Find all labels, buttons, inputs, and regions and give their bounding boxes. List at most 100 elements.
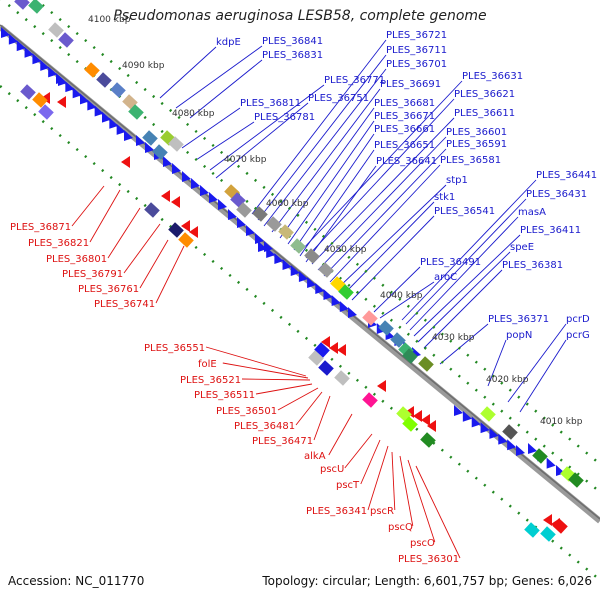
- reverse-leader-line: [71, 185, 105, 227]
- forward-leader-line: [293, 133, 375, 251]
- gene-feature-block: [402, 348, 418, 364]
- forward-gene-label: popN: [506, 330, 532, 341]
- forward-gene-arrow: [462, 410, 472, 422]
- forward-gene-label: pcrD: [566, 314, 590, 325]
- reverse-leader-line: [360, 439, 381, 485]
- reverse-gene-arrow: [427, 420, 436, 432]
- forward-gene-arrow: [65, 81, 75, 93]
- forward-gene-label: PLES_36711: [386, 45, 447, 56]
- forward-gene-arrow: [480, 422, 490, 434]
- tick-label: 4060 kbp: [266, 199, 309, 209]
- forward-gene-label: PLES_36841: [262, 36, 323, 47]
- gene-feature-block: [236, 202, 252, 218]
- forward-gene-arrow: [8, 33, 18, 45]
- reverse-gene-label: PLES_36341: [306, 506, 367, 517]
- reverse-leader-line: [139, 239, 169, 289]
- forward-gene-label: stk1: [434, 192, 455, 203]
- forward-gene-label: PLES_36631: [462, 71, 523, 82]
- forward-gene-label: PLES_36411: [520, 225, 581, 236]
- reverse-gene-arrow: [377, 380, 386, 392]
- forward-leader-line: [409, 216, 519, 331]
- gene-feature-block: [290, 238, 306, 254]
- gene-feature-block: [532, 448, 548, 464]
- forward-gene-arrow: [40, 59, 50, 71]
- forward-leader-line: [519, 339, 567, 413]
- gene-feature-block: [278, 224, 294, 240]
- reverse-leader-line: [328, 413, 353, 456]
- gene-feature-block: [84, 62, 100, 78]
- forward-gene-arrow: [209, 192, 218, 203]
- forward-leader-line: [257, 54, 387, 221]
- gene-feature-block: [338, 284, 354, 300]
- reverse-leader-line: [313, 395, 331, 441]
- gene-feature-block: [110, 82, 126, 98]
- forward-gene-label: PLES_36641: [376, 156, 437, 167]
- forward-leader-line: [373, 266, 421, 313]
- gene-feature-block: [402, 416, 418, 432]
- forward-gene-label: PLES_36591: [446, 139, 507, 150]
- forward-gene-arrow: [72, 87, 82, 99]
- reverse-leader-line: [89, 189, 121, 243]
- tick-label: 4080 kbp: [172, 109, 215, 119]
- reverse-gene-arrow: [57, 96, 66, 108]
- forward-leader-line: [323, 148, 447, 277]
- gene-feature-block: [168, 222, 184, 238]
- forward-gene-arrow: [48, 66, 58, 78]
- reverse-leader-line: [255, 383, 313, 395]
- forward-gene-label: PLES_36701: [386, 59, 447, 70]
- forward-gene-label: PLES_36541: [434, 206, 495, 217]
- forward-gene-label: PLES_36691: [380, 79, 441, 90]
- forward-gene-arrow: [116, 123, 126, 135]
- forward-leader-line: [401, 179, 537, 321]
- reverse-leader-line: [155, 245, 185, 304]
- gene-feature-block: [318, 262, 334, 278]
- reverse-gene-arrow: [337, 344, 346, 356]
- reverse-leader-line: [415, 465, 461, 559]
- forward-gene-arrow: [24, 46, 34, 58]
- forward-gene-arrow: [298, 271, 308, 282]
- forward-gene-arrow: [516, 445, 525, 456]
- forward-leader-line: [287, 120, 375, 245]
- tick-label: 4040 kbp: [380, 291, 423, 301]
- gene-feature-block: [38, 104, 54, 120]
- forward-gene-label: PLES_36621: [454, 89, 515, 100]
- reverse-gene-arrow: [321, 336, 330, 348]
- reverse-leader-line: [107, 207, 141, 259]
- forward-gene-arrow: [228, 209, 237, 220]
- reverse-gene-arrow: [171, 196, 180, 208]
- reverse-gene-label: pscR: [370, 506, 394, 517]
- gene-feature-block: [20, 84, 36, 100]
- forward-gene-label: PLES_36581: [440, 155, 501, 166]
- forward-gene-arrow: [94, 105, 104, 117]
- gene-feature-block: [14, 0, 30, 10]
- forward-leader-line: [351, 215, 435, 301]
- forward-gene-arrow: [498, 433, 508, 445]
- forward-gene-label: pcrG: [566, 330, 590, 341]
- forward-gene-label: PLES_36781: [254, 112, 315, 123]
- forward-gene-arrow: [200, 185, 209, 196]
- reverse-gene-arrow: [543, 514, 552, 526]
- forward-gene-arrow: [282, 259, 292, 270]
- forward-gene-arrow: [454, 405, 463, 416]
- forward-gene-label: PLES_36381: [502, 260, 563, 271]
- gene-feature-block: [314, 342, 330, 358]
- forward-leader-line: [305, 165, 377, 263]
- reverse-gene-label: PLES_36481: [234, 421, 295, 432]
- reverse-gene-label: PLES_36741: [94, 299, 155, 310]
- gene-feature-block: [142, 130, 158, 146]
- forward-gene-label: PLES_36661: [374, 124, 435, 135]
- reverse-gene-label: PLES_36871: [10, 222, 71, 233]
- forward-gene-arrow: [172, 163, 181, 174]
- forward-leader-line: [175, 45, 263, 109]
- tick-label: 4010 kbp: [540, 417, 583, 427]
- gene-feature-block: [168, 136, 184, 152]
- reverse-leader-line: [391, 451, 396, 511]
- gene-feature-block: [524, 522, 540, 538]
- forward-leader-line: [405, 198, 527, 325]
- forward-gene-arrow: [290, 265, 300, 276]
- tick-label: 4030 kbp: [432, 333, 475, 343]
- forward-gene-label: PLES_36771: [324, 75, 385, 86]
- forward-leader-line: [379, 281, 435, 319]
- forward-gene-arrow: [307, 277, 317, 288]
- forward-gene-arrow: [331, 295, 341, 306]
